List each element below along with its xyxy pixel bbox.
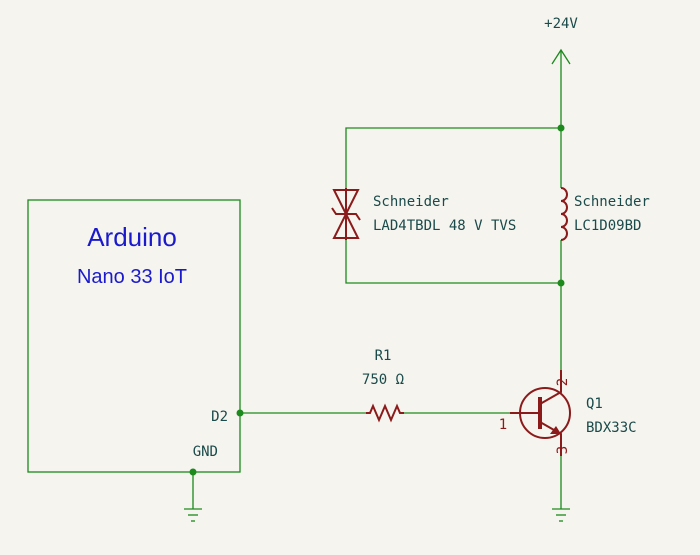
pin-gnd-label: GND (193, 444, 218, 460)
resistor-ref: R1 (375, 348, 392, 364)
transistor-value: BDX33C (586, 420, 637, 436)
coil-windings (560, 187, 568, 241)
arduino-outline (27, 199, 241, 473)
power-arrow (551, 48, 571, 65)
arduino-block: Arduino Nano 33 IoT D2 GND (27, 199, 241, 473)
coil-manufacturer: Schneider (574, 194, 650, 210)
tvs-manufacturer: Schneider (373, 194, 449, 210)
arduino-subtitle: Nano 33 IoT (77, 266, 187, 288)
transistor-q1: 1 2 3 Q1 BDX33C (499, 370, 637, 456)
tvs-diode: Schneider LAD4TBDL 48 V TVS (331, 188, 516, 240)
coil-part: LC1D09BD (574, 218, 641, 234)
resistor-r1: R1 750 Ω (362, 348, 404, 423)
junction-top (557, 124, 565, 132)
arduino-ground-symbol (184, 468, 202, 522)
arduino-title: Arduino (87, 222, 177, 252)
d2-junction (236, 409, 244, 417)
tvs-bar (331, 207, 361, 221)
transistor-collector-lead (539, 370, 562, 405)
coil-loop-wiring (345, 124, 565, 287)
tvs-part: LAD4TBDL 48 V TVS (373, 218, 516, 234)
resistor-zigzag (366, 403, 404, 423)
transistor-pin2: 2 (555, 378, 571, 386)
transistor-pin1: 1 (499, 417, 507, 433)
bottom-wire (345, 240, 562, 284)
transistor-pin3: 3 (555, 446, 571, 454)
transistor-ref: Q1 (586, 396, 603, 412)
emitter-ground-symbol (552, 456, 570, 522)
d2-net (236, 409, 366, 417)
gnd-junction (189, 468, 197, 476)
resistor-value: 750 Ω (362, 372, 404, 388)
pin-d2-label: D2 (211, 409, 228, 425)
contactor-coil: Schneider LC1D09BD (560, 187, 650, 241)
transistor-emitter-arrow (550, 426, 561, 434)
power-symbol-24v: +24V (544, 16, 578, 128)
tvs-triangle-upper (332, 189, 360, 217)
tvs-triangle-lower (332, 211, 360, 239)
power-label: +24V (544, 16, 578, 32)
top-wire (345, 127, 562, 188)
